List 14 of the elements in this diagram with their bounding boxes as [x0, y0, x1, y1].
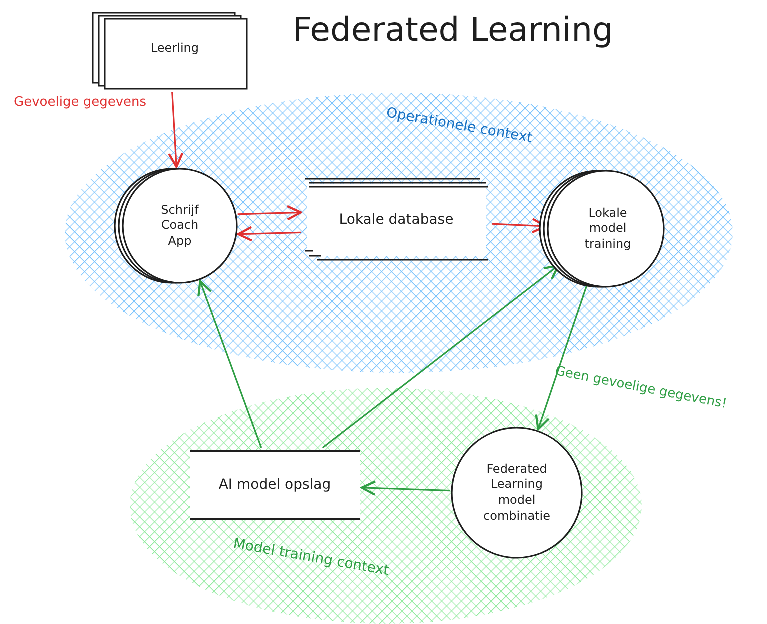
edge-label: Gevoelige gegevens [14, 95, 147, 110]
node-label: Schrijf Coach App [160, 202, 200, 250]
node-label: Federated Learning model combinatie [482, 462, 552, 524]
node-label: Lokale database [339, 210, 454, 230]
arrow [238, 205, 302, 221]
arrow [237, 226, 302, 242]
node-label: AI model opslag [218, 476, 332, 494]
title: Federated Learning [293, 10, 614, 49]
edge-label: Geen gevoelige gegevens! [554, 364, 728, 412]
arrow [168, 92, 184, 168]
arrow [322, 264, 560, 449]
zone-label: Model training context [232, 536, 391, 580]
node-label: Leerling [150, 41, 200, 57]
arrow [360, 480, 450, 496]
